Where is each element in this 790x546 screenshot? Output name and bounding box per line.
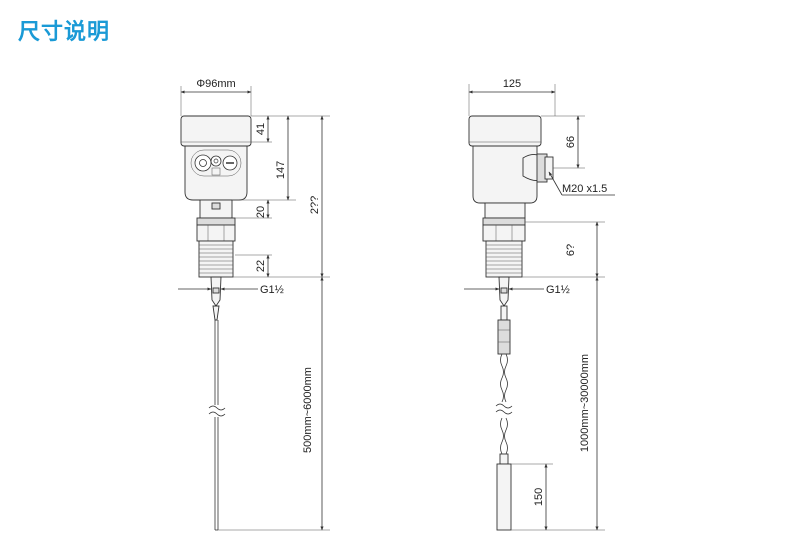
right-view-cable-probe: 125 66 M20 x1.5 6? G1½ 1000mm~30000mm 15… [464,78,615,531]
hex-nut [196,224,236,242]
cable-gland-label: M20 x1.5 [562,183,607,195]
dim-diameter: Φ96mm [196,78,235,90]
housing-cap-side [468,115,542,147]
dim-width: 125 [503,78,521,90]
thread-label-right: G1½ [546,284,570,296]
hex-nut-side [482,224,526,242]
dim-weight-length: 150 [533,488,545,506]
left-view-rod-probe: Φ96mm 41 147 20 22 2?? G1½ 500mm~6000mm [178,78,330,531]
dim-total-height: 2?? [309,196,321,214]
process-thread-side [485,240,523,278]
dim-147: 147 [275,161,287,179]
knob-left-icon [194,154,212,172]
housing-body-side [472,145,538,204]
housing-cap [180,115,252,147]
dim-22: 22 [255,260,267,272]
page-title: 尺寸说明 [18,20,111,45]
dim-66: 66 [565,136,577,148]
dim-6x: 6? [565,244,577,256]
dim-20: 20 [255,206,267,218]
dim-cable-length: 1000mm~30000mm [579,354,591,452]
cable-weight [496,463,512,531]
process-thread [198,240,234,278]
dim-probe-length: 500mm~6000mm [302,367,314,453]
thread-label-left: G1½ [260,284,284,296]
knob-mid-icon [210,155,222,167]
cable-crimp [497,319,511,355]
dim-41: 41 [255,123,267,135]
neck-side [484,202,526,219]
